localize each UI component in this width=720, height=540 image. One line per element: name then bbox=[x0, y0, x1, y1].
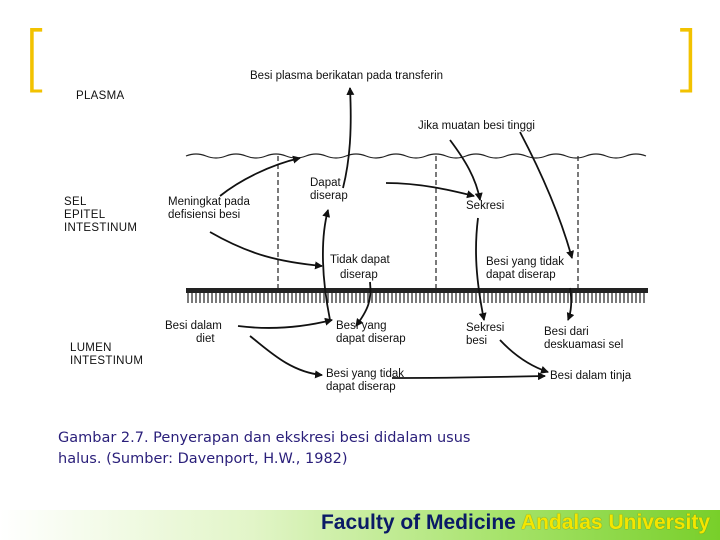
footer-institution: Faculty of Medicine Andalas University bbox=[321, 511, 710, 535]
label-desquamation-1: Besi dari bbox=[544, 326, 589, 338]
figure-caption: Gambar 2.7. Penyerapan dan ekskresi besi… bbox=[58, 428, 618, 470]
flow-arrows bbox=[209, 87, 575, 381]
label-unabsorbable-iron-1: Besi yang tidak bbox=[326, 368, 404, 380]
label-iron-not-absorbable-2: dapat diserap bbox=[486, 269, 556, 281]
arrow-secretion-down bbox=[475, 217, 487, 321]
label-absorbable-iron-2: dapat diserap bbox=[336, 333, 406, 345]
arrow-high-load-to-secretion bbox=[449, 139, 483, 201]
footer-university: Andalas University bbox=[520, 511, 710, 534]
footer-faculty: Faculty of Medicine bbox=[320, 511, 516, 534]
brush-border-base bbox=[186, 288, 648, 293]
label-deficiency-2: defisiensi besi bbox=[168, 209, 241, 221]
arrow-secretion-to-fecal bbox=[499, 339, 549, 374]
caption-line-2: halus. (Sumber: Davenport, H.W., 1982) bbox=[58, 451, 348, 467]
left-bracket-decoration: [ bbox=[22, 16, 51, 100]
arrow-deficiency-up bbox=[219, 155, 301, 197]
label-not-absorbable-2: diserap bbox=[340, 269, 378, 281]
region-epithel-3: INTESTINUM bbox=[64, 222, 138, 234]
label-absorbable-iron-1: Besi yang bbox=[336, 320, 387, 332]
label-fecal-iron: Besi dalam tinja bbox=[550, 370, 632, 382]
caption-line-1: Gambar 2.7. Penyerapan dan ekskresi besi… bbox=[58, 430, 471, 446]
label-desquamation-2: deskuamasi sel bbox=[544, 339, 624, 351]
label-absorbable-2: diserap bbox=[310, 190, 348, 202]
region-epithel-1: SEL bbox=[64, 196, 87, 208]
footer-bar: Faculty of Medicine Andalas University bbox=[0, 510, 720, 540]
arrow-absorbable-to-secretion bbox=[385, 182, 475, 199]
arrow-to-transferrin bbox=[342, 87, 355, 189]
brush-border-microvilli bbox=[186, 288, 648, 303]
epithelial-cell-outlines bbox=[185, 153, 647, 288]
arrow-unabsorbable-to-fecal bbox=[391, 372, 546, 381]
region-plasma: PLASMA bbox=[76, 90, 125, 102]
label-diet-iron-1: Besi dalam bbox=[165, 320, 222, 332]
arrow-dapat-diserap-up bbox=[322, 209, 331, 321]
iron-absorption-diagram bbox=[185, 87, 648, 381]
right-bracket-decoration: ] bbox=[672, 16, 701, 100]
label-not-absorbable-1: Tidak dapat bbox=[330, 254, 390, 266]
label-secretion: Sekresi bbox=[466, 200, 505, 212]
arrow-diet-to-unabsorbable bbox=[249, 335, 323, 379]
label-iron-secretion-1: Sekresi bbox=[466, 322, 505, 334]
arrow-not-absorbable-down bbox=[355, 281, 372, 327]
region-lumen-2: INTESTINUM bbox=[70, 355, 144, 367]
label-high-load: Jika muatan besi tinggi bbox=[418, 120, 535, 132]
arrow-deficiency-down bbox=[209, 231, 323, 270]
label-absorbable-1: Dapat bbox=[310, 177, 341, 189]
label-diet-iron-2: diet bbox=[196, 333, 215, 345]
label-transferrin: Besi plasma berikatan pada transferin bbox=[250, 70, 444, 82]
label-iron-not-absorbable-1: Besi yang tidak bbox=[486, 256, 564, 268]
arrow-desquamation-down bbox=[566, 287, 575, 321]
arrow-diet-to-absorbable bbox=[237, 317, 333, 329]
label-unabsorbable-iron-2: dapat diserap bbox=[326, 381, 396, 393]
arrow-high-load-down bbox=[519, 131, 574, 259]
region-lumen-1: LUMEN bbox=[70, 342, 112, 354]
label-iron-secretion-2: besi bbox=[466, 335, 488, 347]
region-epithel-2: EPITEL bbox=[64, 209, 106, 221]
label-deficiency-1: Meningkat pada bbox=[168, 196, 250, 208]
